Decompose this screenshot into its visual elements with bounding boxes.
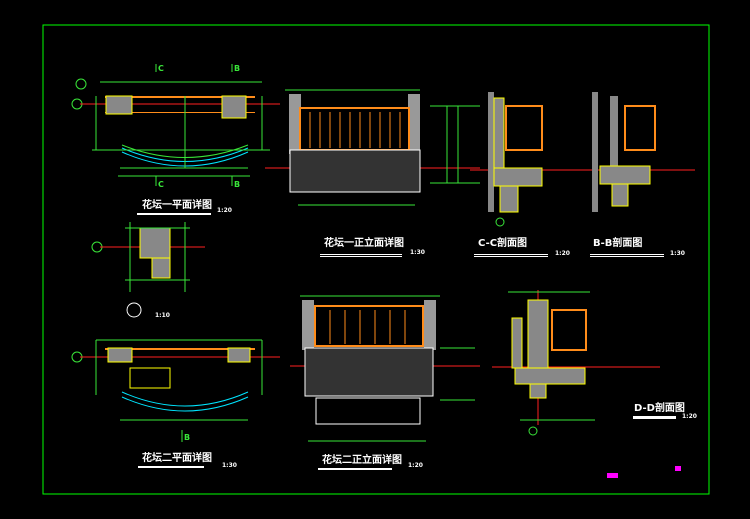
plan-2-view: B 花坛二平面详图 1:30 — [71, 339, 280, 469]
section-mark-b: B — [184, 433, 190, 442]
section-b-view: B-B剖面图 1:30 — [580, 92, 695, 257]
elevation-1-view: 花坛一正立面详图 1:30 — [265, 89, 480, 257]
view-scale: 1:20 — [408, 462, 423, 469]
railing — [299, 107, 410, 151]
detail-view: 1:10 — [91, 222, 205, 319]
view-scale: 1:30 — [222, 462, 237, 469]
view-scale: 1:30 — [670, 250, 685, 257]
section-c-view: C-C剖面图 1:20 — [470, 92, 590, 257]
view-title: 花坛二正立面详图 — [322, 453, 402, 466]
drawing-frame — [42, 24, 710, 495]
view-title: B-B剖面图 — [593, 236, 642, 249]
elevation-2-view: 花坛二正立面详图 1:20 — [290, 295, 480, 470]
view-scale: 1:30 — [410, 249, 425, 256]
section-mark-c: C — [158, 64, 164, 73]
view-title: C-C剖面图 — [478, 236, 527, 249]
pier-right — [221, 95, 247, 119]
section-d-view: D-D剖面图 1:20 — [492, 290, 697, 436]
view-scale: 1:20 — [217, 207, 232, 214]
pier-left — [105, 95, 133, 115]
view-title: 花坛一正立面详图 — [324, 236, 404, 249]
magenta-note-mark — [607, 473, 618, 478]
section-mark-b: B — [234, 64, 240, 73]
view-scale: 1:20 — [555, 250, 570, 257]
magenta-note-mark — [675, 466, 681, 471]
plan-1-view: C B C B 花坛一平面详图 1:20 — [71, 64, 280, 215]
planter-base — [289, 149, 421, 193]
view-title: 花坛一平面详图 — [142, 198, 212, 211]
view-title: 花坛二平面详图 — [142, 451, 212, 464]
view-scale: 1:10 — [155, 312, 170, 319]
view-scale: 1:20 — [682, 413, 697, 420]
section-mark-c: C — [158, 180, 164, 189]
view-title: D-D剖面图 — [634, 401, 685, 414]
axis-bubble — [75, 78, 87, 90]
section-mark-b: B — [234, 180, 240, 189]
